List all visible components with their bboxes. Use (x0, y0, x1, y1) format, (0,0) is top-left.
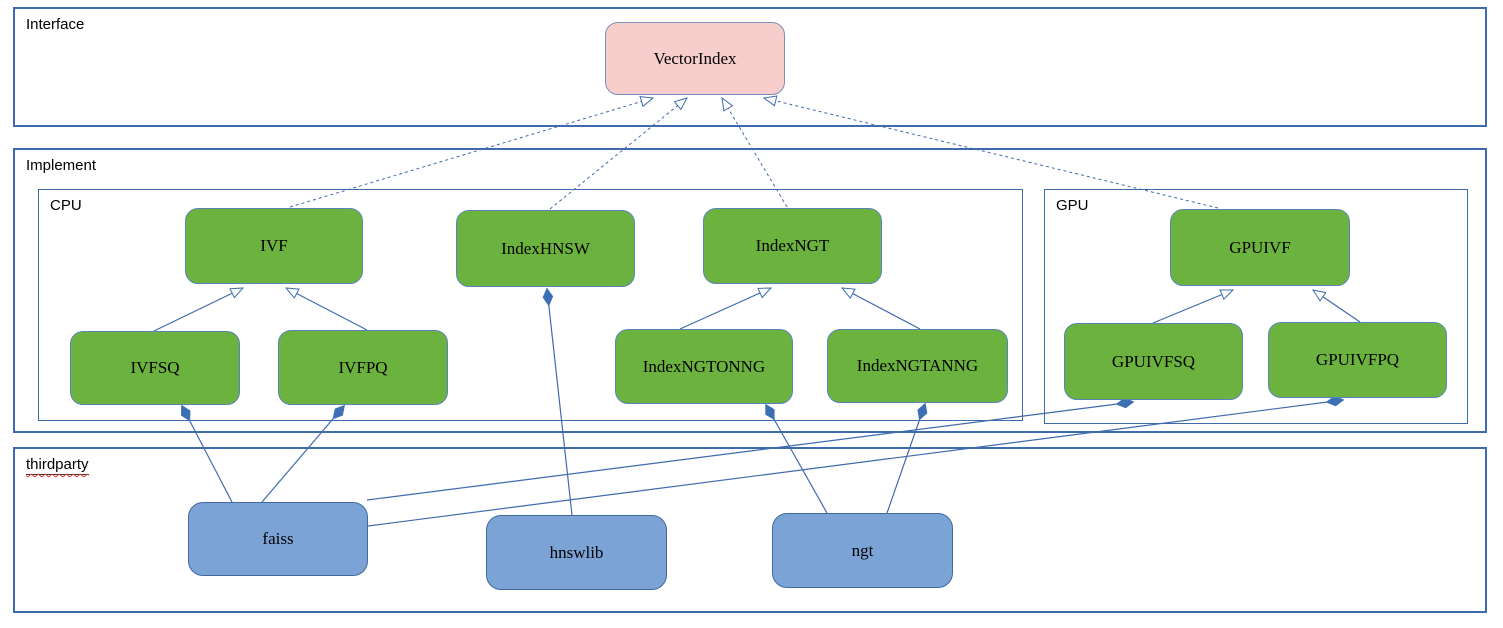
node-label-indexhnsw: IndexHNSW (501, 238, 590, 258)
container-label-implement: Implement (26, 157, 97, 174)
node-vectorindex: VectorIndex (605, 22, 785, 95)
container-label-cpu: CPU (50, 197, 82, 214)
node-label-indexngtonng: IndexNGTONNG (642, 356, 766, 376)
node-label-vectorindex: VectorIndex (653, 48, 737, 68)
node-gpuivfsq: GPUIVFSQ (1064, 323, 1243, 400)
node-label-gpuivf: GPUIVF (1229, 237, 1291, 257)
node-ngt: ngt (772, 513, 953, 588)
node-ivf: IVF (185, 208, 363, 284)
node-faiss: faiss (188, 502, 368, 576)
container-label-interface: Interface (26, 16, 85, 33)
node-gpuivfpq: GPUIVFPQ (1268, 322, 1447, 398)
node-gpuivf: GPUIVF (1170, 209, 1350, 286)
container-label-gpu: GPU (1056, 197, 1089, 214)
node-label-indexngtanng: IndexNGTANNG (856, 356, 979, 375)
node-label-hnswlib: hnswlib (549, 542, 604, 562)
node-label-indexngt: IndexNGT (755, 236, 830, 255)
node-indexngt: IndexNGT (703, 208, 882, 284)
node-label-ivf: IVF (260, 236, 288, 255)
node-label-gpuivfpq: GPUIVFPQ (1315, 350, 1400, 369)
container-label-thirdparty: thirdparty (26, 456, 89, 475)
node-ivfsq: IVFSQ (70, 331, 240, 405)
node-label-faiss: faiss (262, 529, 294, 548)
node-ivfpq: IVFPQ (278, 330, 448, 405)
node-label-gpuivfsq: GPUIVFSQ (1111, 351, 1196, 371)
node-indexngtonng: IndexNGTONNG (615, 329, 793, 404)
node-label-ngt: ngt (851, 540, 874, 560)
node-indexhnsw: IndexHNSW (456, 210, 635, 287)
node-label-ivfpq: IVFPQ (338, 357, 388, 377)
node-hnswlib: hnswlib (486, 515, 667, 590)
node-indexngtanng: IndexNGTANNG (827, 329, 1008, 403)
node-label-ivfsq: IVFSQ (130, 358, 180, 377)
